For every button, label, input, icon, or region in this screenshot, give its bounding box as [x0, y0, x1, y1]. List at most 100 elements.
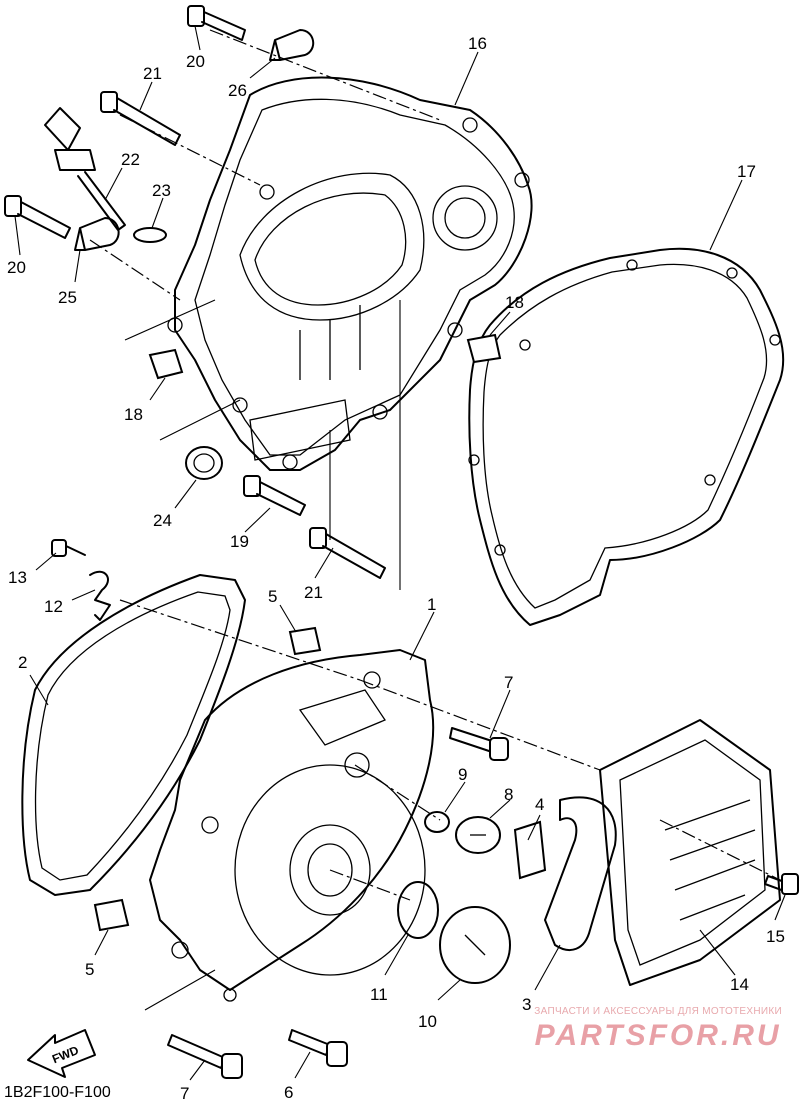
svg-text:7: 7 [504, 673, 513, 692]
callout-21-lower: 21 [304, 547, 334, 602]
dowel-5-bottom [93, 898, 130, 932]
callout-9: 9 [444, 765, 467, 813]
centerline [89, 239, 181, 301]
diagram-code: 1B2F100-F100 [4, 1084, 111, 1101]
svg-text:20: 20 [186, 52, 205, 71]
svg-text:14: 14 [730, 975, 749, 994]
svg-text:19: 19 [230, 532, 249, 551]
gasket-17 [468, 247, 785, 626]
plug-8 [455, 816, 501, 854]
svg-text:3: 3 [522, 995, 531, 1014]
callout-5-top: 5 [268, 587, 297, 633]
centerline [119, 114, 261, 186]
callout-13: 13 [8, 552, 57, 587]
dipstick-22 [44, 107, 126, 231]
svg-text:7: 7 [180, 1084, 189, 1103]
dowel-5-top [288, 626, 322, 656]
crankcase-cover-upper [167, 76, 533, 471]
oil-seal-24 [185, 446, 223, 480]
callout-18-right: 18 [489, 293, 524, 336]
callout-14: 14 [699, 929, 749, 994]
svg-text:23: 23 [152, 181, 171, 200]
svg-text:18: 18 [124, 405, 143, 424]
svg-text:8: 8 [504, 785, 513, 804]
watermark-tagline: ЗАПЧАСТИ И АКСЕССУАРЫ ДЛЯ МОТОТЕХНИКИ [534, 1006, 782, 1017]
callout-7-right: 7 [489, 673, 513, 739]
centerline [359, 679, 601, 771]
callout-23: 23 [151, 181, 171, 229]
bolt-20-top [187, 5, 246, 41]
callout-20-left: 20 [7, 215, 26, 277]
svg-text:20: 20 [7, 258, 26, 277]
watermark: ЗАПЧАСТИ И АКСЕССУАРЫ ДЛЯ МОТОТЕХНИКИ PA… [534, 1006, 782, 1053]
bolt-20-left [4, 195, 71, 239]
bolt-15 [764, 873, 799, 895]
callout-22: 22 [104, 150, 140, 201]
gasket-2 [21, 574, 246, 896]
svg-text:13: 13 [8, 568, 27, 587]
svg-text:1: 1 [427, 595, 436, 614]
bolt-7-bottom [167, 1034, 243, 1079]
callout-21-upper: 21 [139, 64, 162, 111]
clip-12 [89, 570, 111, 621]
svg-text:5: 5 [85, 960, 94, 979]
svg-text:22: 22 [121, 150, 140, 169]
bolt-6 [288, 1029, 348, 1067]
centerline [124, 299, 241, 1011]
clamp-25 [74, 217, 120, 251]
svg-text:18: 18 [505, 293, 524, 312]
svg-text:21: 21 [304, 583, 323, 602]
callout-1: 1 [409, 595, 436, 661]
sprocket-cover-14 [599, 719, 781, 986]
svg-text:11: 11 [370, 985, 388, 1004]
plug-10 [439, 906, 511, 984]
callout-19: 19 [230, 507, 271, 551]
o-ring-9 [424, 811, 450, 833]
svg-text:10: 10 [418, 1012, 437, 1031]
svg-text:4: 4 [535, 795, 544, 814]
svg-text:25: 25 [58, 288, 77, 307]
callout-4: 4 [527, 795, 544, 841]
svg-text:5: 5 [268, 587, 277, 606]
fwd-arrow-icon: FWD [27, 1029, 96, 1078]
watermark-brand: PARTSFOR.RU [534, 1019, 782, 1052]
centerline [659, 819, 781, 881]
callout-12: 12 [44, 589, 96, 616]
callout-25: 25 [58, 249, 81, 307]
callout-16: 16 [454, 34, 487, 106]
callout-2: 2 [18, 653, 49, 706]
callout-24: 24 [153, 479, 197, 530]
svg-text:16: 16 [468, 34, 487, 53]
dowel-18-left [148, 348, 184, 380]
svg-text:24: 24 [153, 511, 172, 530]
svg-text:2: 2 [18, 653, 27, 672]
callout-10: 10 [418, 979, 461, 1031]
callout-18-left: 18 [124, 377, 166, 424]
centerline [119, 599, 361, 681]
o-ring-11 [397, 881, 439, 939]
centerline [354, 764, 441, 821]
svg-text:21: 21 [143, 64, 162, 83]
bolt-21-upper [100, 91, 181, 146]
svg-text:9: 9 [458, 765, 467, 784]
svg-text:15: 15 [766, 927, 785, 946]
svg-text:17: 17 [737, 162, 756, 181]
dowel-18-right [466, 333, 502, 364]
callout-8: 8 [489, 785, 513, 819]
callout-3: 3 [522, 944, 561, 1014]
bolt-7-right [449, 727, 509, 761]
callout-20-top: 20 [186, 25, 205, 71]
o-ring-23 [133, 227, 167, 243]
callout-11: 11 [370, 934, 409, 1004]
grommet-4 [513, 820, 547, 880]
generator-cover-lower [149, 649, 435, 1002]
callout-17: 17 [709, 162, 756, 251]
svg-text:26: 26 [228, 81, 247, 100]
svg-text:12: 12 [44, 597, 63, 616]
bolt-21-lower [309, 527, 386, 579]
callout-15: 15 [766, 894, 786, 946]
callout-7-bottom: 7 [180, 1059, 206, 1103]
callout-5-bottom: 5 [85, 929, 109, 979]
